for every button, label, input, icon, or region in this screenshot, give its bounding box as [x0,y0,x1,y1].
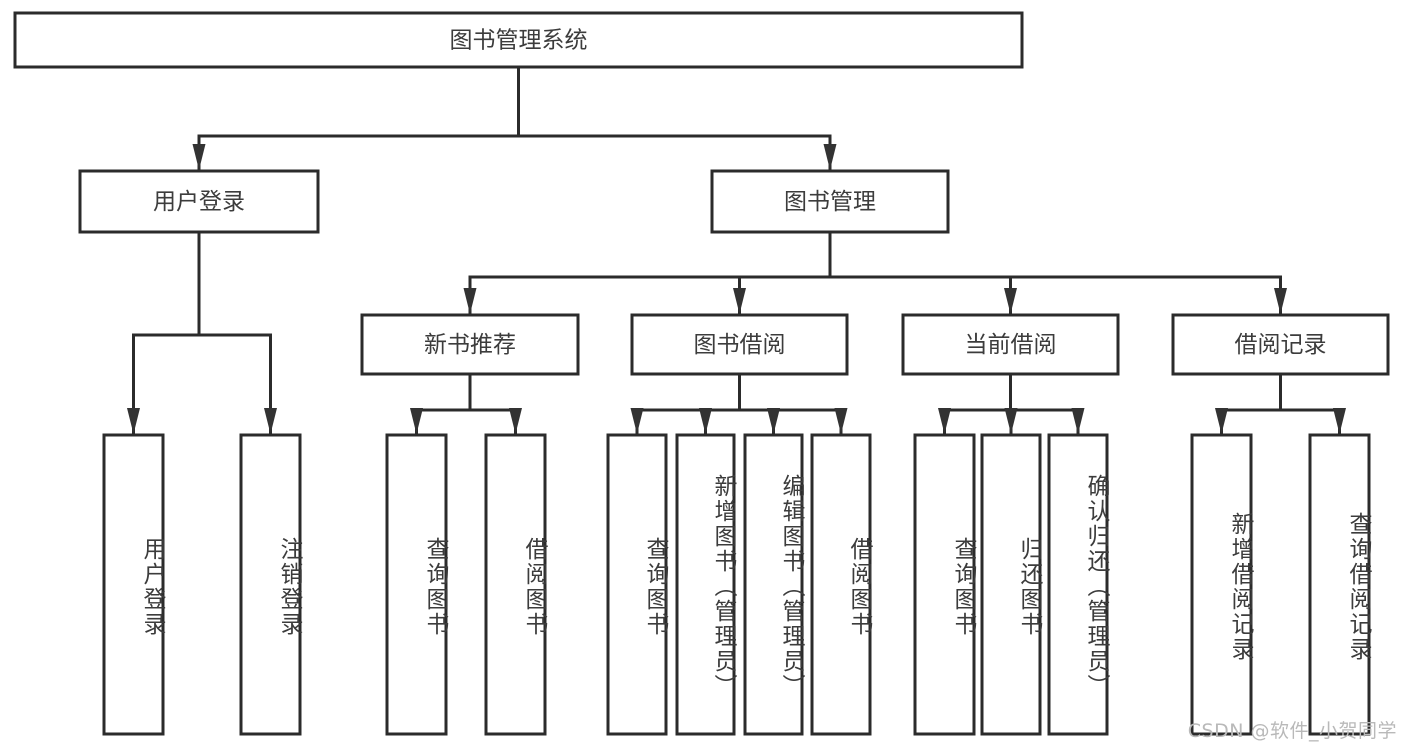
node-box-leaf-add-record[interactable] [1190,433,1253,736]
arrow-head-book-borrow [733,288,746,314]
node-label-current-borrow: 当前借阅 [965,332,1057,358]
node-box-leaf-logout[interactable] [239,433,302,736]
arrow-head-leaf-confirm-return [1071,408,1085,434]
arrow-head-leaf-return-book [1004,408,1018,434]
node-box-leaf-confirm-return[interactable] [1047,433,1109,736]
arrow-head-leaf-add-book [699,408,712,434]
arrow-head-leaf-query-record [1333,408,1346,434]
node-box-new-book-recommend[interactable] [360,313,580,376]
node-box-current-borrow[interactable] [901,313,1120,376]
node-box-leaf-borrow-book-2[interactable] [810,433,872,736]
arrow-head-leaf-query-book-2 [630,408,644,434]
node-box-leaf-query-book-2[interactable] [606,433,668,736]
node-label-root: 图书管理系统 [450,28,588,54]
arrow-head-book-manage [823,144,837,170]
arrow-head-leaf-query-book-3 [938,408,951,434]
arrow-head-user-login [192,144,206,170]
node-box-leaf-query-book-1[interactable] [385,433,448,736]
node-box-layer [13,11,1390,736]
node-box-book-manage[interactable] [710,169,950,234]
node-label-book-manage: 图书管理 [784,189,876,215]
node-label-new-book-recommend: 新书推荐 [424,332,516,358]
watermark-text: CSDN @软件_小贺同学 [1187,720,1397,742]
arrow-head-current-borrow [1004,288,1017,314]
node-label-book-borrow: 图书借阅 [694,332,786,358]
node-box-root[interactable] [13,11,1024,69]
arrow-head-leaf-edit-book [767,408,780,434]
node-label-borrow-record: 借阅记录 [1235,332,1327,358]
node-box-leaf-return-book[interactable] [980,433,1042,736]
arrow-head-leaf-borrow-book-2 [834,408,848,434]
arrow-head-leaf-logout [264,408,277,434]
connector-layer [127,65,1346,435]
node-box-book-borrow[interactable] [630,313,849,376]
arrow-head-leaf-query-book-1 [410,408,423,434]
node-box-leaf-query-record[interactable] [1308,433,1371,736]
node-box-borrow-record[interactable] [1171,313,1390,376]
node-label-user-login: 用户登录 [153,189,245,215]
node-box-user-login[interactable] [78,169,320,234]
arrow-head-leaf-borrow-book-1 [509,408,522,434]
arrow-head-leaf-user-login [127,408,140,434]
arrow-head-new-book-recommend [463,288,477,314]
node-box-leaf-add-book[interactable] [675,433,736,736]
node-box-leaf-query-book-3[interactable] [913,433,976,736]
node-box-leaf-edit-book[interactable] [743,433,804,736]
arrow-head-leaf-add-record [1215,408,1228,434]
arrow-head-borrow-record [1274,288,1287,314]
node-box-leaf-user-login[interactable] [102,433,165,736]
node-box-leaf-borrow-book-1[interactable] [484,433,547,736]
